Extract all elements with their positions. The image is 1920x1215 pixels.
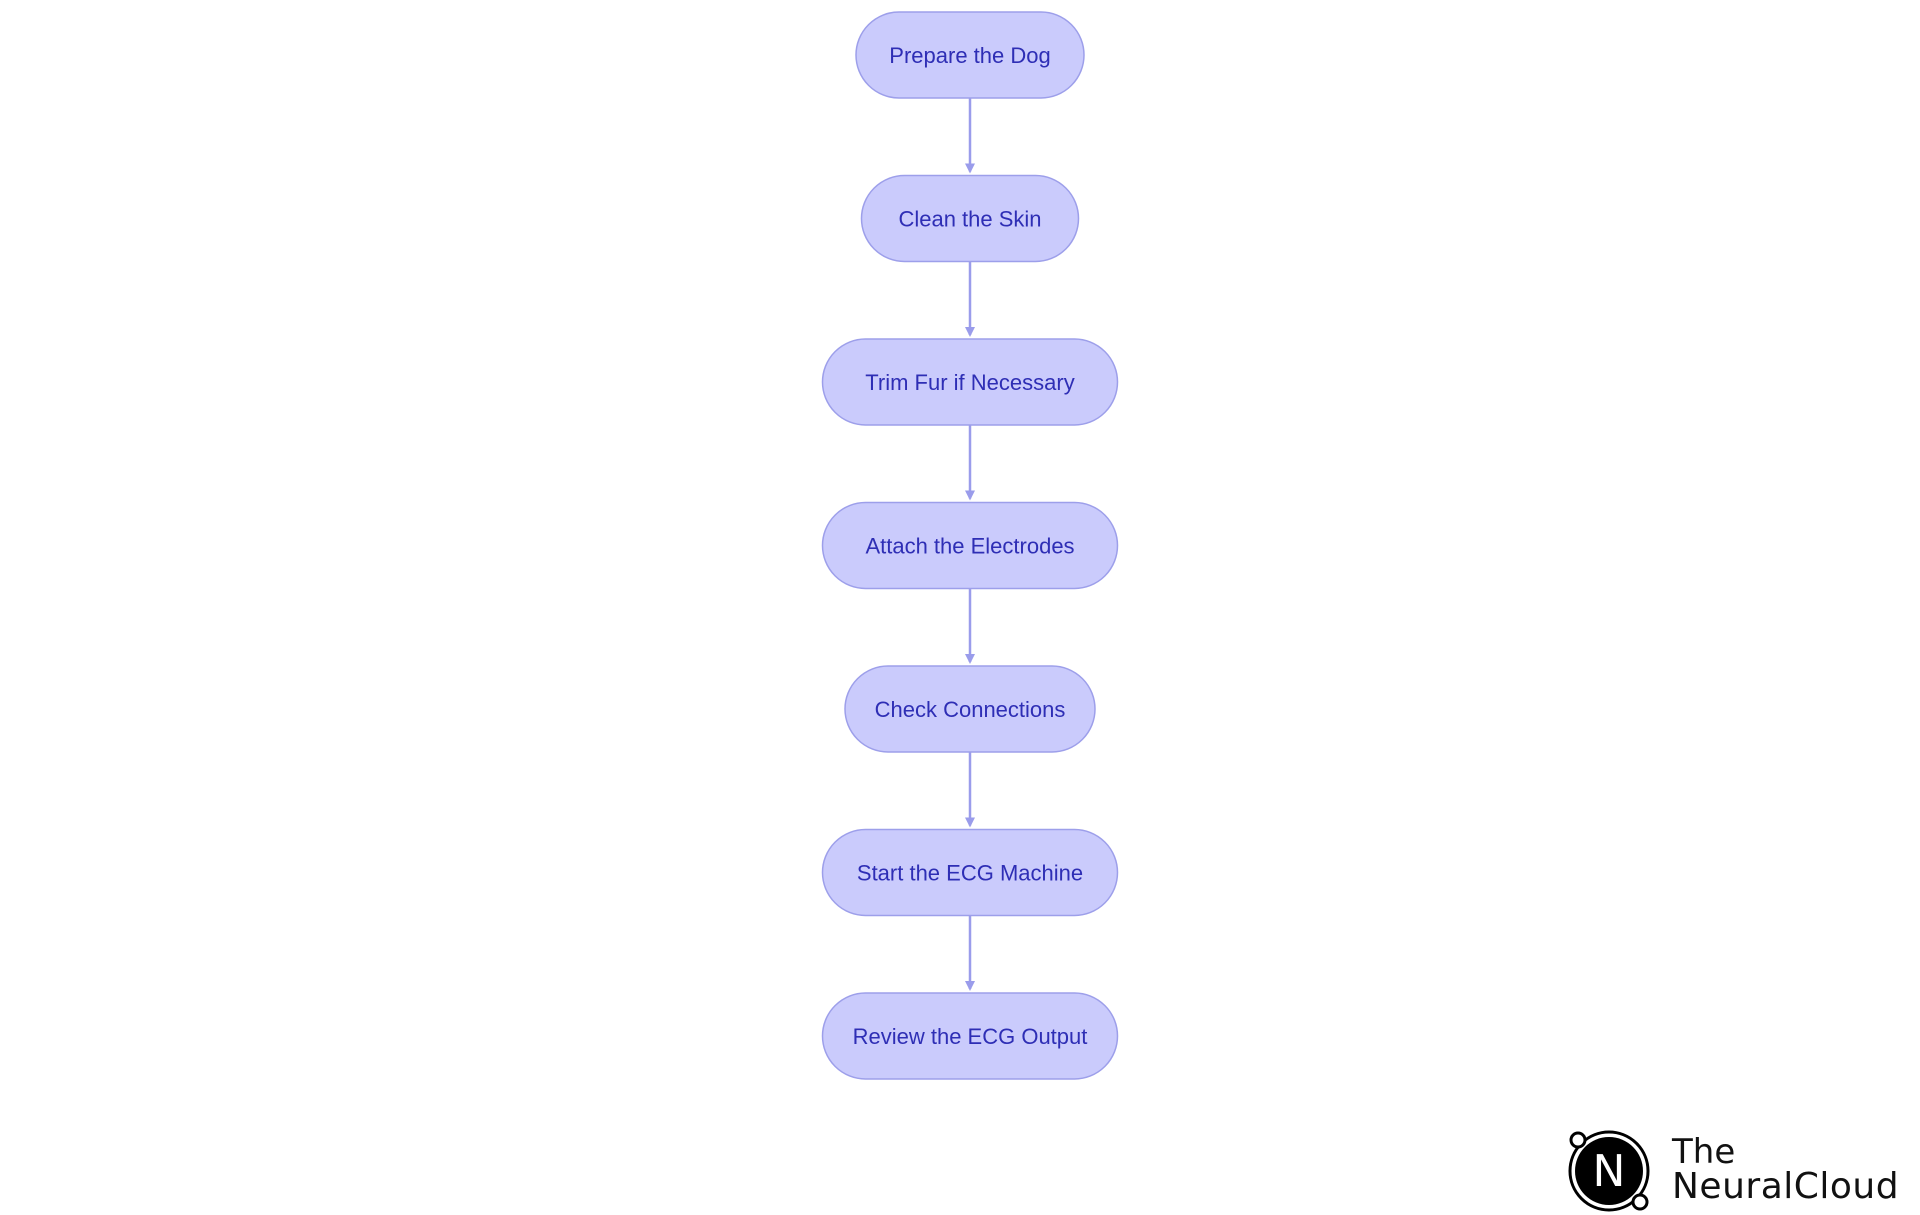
flow-step-label: Prepare the Dog <box>889 43 1050 68</box>
flow-step-5: Check Connections <box>844 665 1096 753</box>
flow-step-box <box>821 992 1119 1080</box>
flow-step-7: Review the ECG Output <box>821 992 1119 1080</box>
flow-step-4: Attach the Electrodes <box>821 501 1119 590</box>
svg-text:N: N <box>1593 1146 1626 1197</box>
flow-step-1: Prepare the Dog <box>855 11 1085 99</box>
flow-step-6: Start the ECG Machine <box>821 828 1119 917</box>
flow-step-box <box>821 828 1119 917</box>
flow-step-2: Clean the Skin <box>860 174 1080 263</box>
flow-step-box <box>855 11 1085 99</box>
logo-text-neuralcloud: NeuralCloud <box>1672 1166 1900 1207</box>
flow-step-label: Trim Fur if Necessary <box>865 370 1074 395</box>
flow-step-label: Check Connections <box>875 697 1066 722</box>
flow-step-label: Review the ECG Output <box>853 1024 1088 1049</box>
flow-step-label: Clean the Skin <box>898 207 1041 232</box>
flow-step-box <box>821 501 1119 590</box>
flow-step-label: Attach the Electrodes <box>865 534 1074 559</box>
neuralcloud-logo-icon: N <box>1568 1130 1650 1212</box>
flow-step-box <box>821 338 1119 426</box>
flow-step-label: Start the ECG Machine <box>857 861 1083 886</box>
logo-text-the: The <box>1672 1132 1736 1172</box>
flow-step-box <box>860 174 1080 263</box>
brand-logo: N The NeuralCloud <box>1566 1124 1900 1214</box>
flow-step-box <box>844 665 1096 753</box>
flow-step-3: Trim Fur if Necessary <box>821 338 1119 426</box>
